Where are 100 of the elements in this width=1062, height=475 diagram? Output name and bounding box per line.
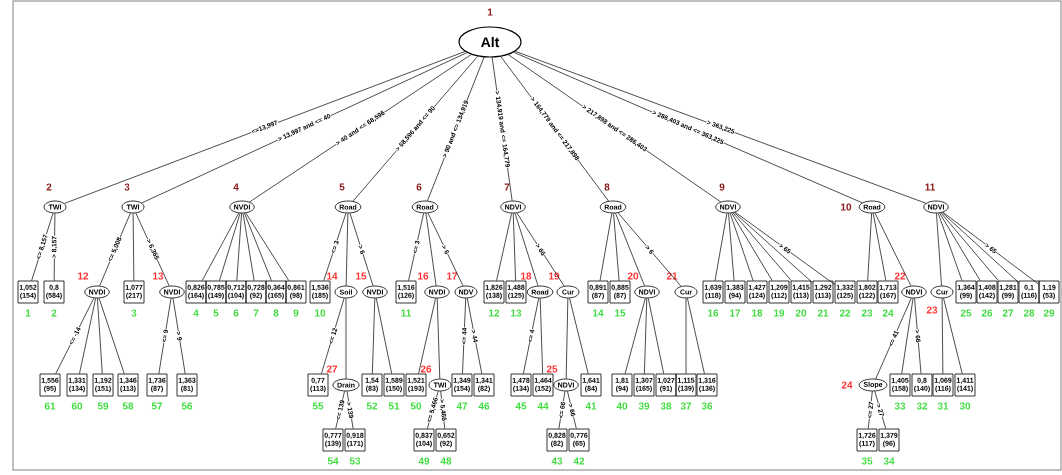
node-number: 5 xyxy=(339,183,345,191)
branch-line xyxy=(427,212,464,287)
node-number: 51 xyxy=(388,402,400,410)
branch-line xyxy=(565,298,569,379)
node-number: 18 xyxy=(752,309,763,317)
branch-line xyxy=(79,298,96,374)
node-number: 27 xyxy=(326,365,338,373)
node-number: 4 xyxy=(193,309,199,317)
node-number: 30 xyxy=(959,402,971,410)
node-number: 13 xyxy=(511,309,522,317)
branch-line xyxy=(514,213,539,287)
branch-line xyxy=(375,298,393,374)
node-number: 6 xyxy=(416,183,422,191)
node-number: 50 xyxy=(410,402,422,410)
branch-line xyxy=(97,298,103,374)
node-number: 22 xyxy=(894,272,906,280)
branch-line xyxy=(941,298,944,374)
node-number: 24 xyxy=(882,309,894,317)
branch-line xyxy=(613,213,620,281)
node-number: 44 xyxy=(537,402,549,410)
node-number: 53 xyxy=(349,457,361,465)
node-number: 21 xyxy=(817,309,829,317)
node-number: 19 xyxy=(774,309,785,317)
node-number: 49 xyxy=(418,457,430,465)
branch-line xyxy=(346,391,354,429)
node-number: 18 xyxy=(521,272,532,280)
node-number: 8 xyxy=(273,309,279,317)
node-number: 2 xyxy=(46,183,52,191)
node-number: 20 xyxy=(795,309,807,317)
branch-line xyxy=(872,213,887,281)
node-number: 23 xyxy=(861,309,873,317)
branch-line xyxy=(244,212,272,281)
branch-line xyxy=(132,213,135,281)
branch-line xyxy=(867,391,873,429)
branch-line xyxy=(732,212,792,281)
node-number: 1 xyxy=(487,8,493,16)
node-number: 16 xyxy=(708,309,719,317)
node-number: 1 xyxy=(25,309,31,317)
node-number: 37 xyxy=(680,402,692,410)
branch-line xyxy=(245,212,290,281)
node-number: 12 xyxy=(78,272,89,280)
branch-line xyxy=(242,213,255,281)
branch-line xyxy=(53,213,56,281)
branch-line xyxy=(617,212,682,287)
branch-line xyxy=(875,297,912,380)
node-number: 4 xyxy=(233,183,239,191)
branch-line xyxy=(939,212,981,281)
branch-line xyxy=(219,213,241,281)
node-number: 58 xyxy=(122,402,134,410)
node-number: 9 xyxy=(293,309,299,317)
node-number: 10 xyxy=(841,203,852,211)
node-number: 32 xyxy=(916,402,928,410)
branch-line xyxy=(158,298,172,374)
node-number: 8 xyxy=(604,183,610,191)
node-number: 2 xyxy=(51,309,57,317)
node-number: 15 xyxy=(615,309,626,317)
node-number: 7 xyxy=(504,183,510,191)
node-number: 14 xyxy=(327,272,338,280)
node-number: 48 xyxy=(440,457,452,465)
node-number: 35 xyxy=(861,457,873,465)
branch-line xyxy=(615,212,645,287)
branch-line xyxy=(731,212,773,281)
branch-line xyxy=(937,212,963,281)
branch-line xyxy=(867,213,872,281)
branch-line xyxy=(729,212,754,281)
branch-line xyxy=(539,298,543,374)
branch-line xyxy=(418,298,436,374)
node-number: 60 xyxy=(71,402,83,410)
branch-line xyxy=(466,298,483,374)
branch-line xyxy=(323,213,347,281)
node-number: 14 xyxy=(593,309,604,317)
branch-line xyxy=(914,298,922,374)
branch-line xyxy=(349,213,374,287)
node-number: 26 xyxy=(420,365,432,373)
node-number: 22 xyxy=(839,309,851,317)
branch-line xyxy=(201,212,239,281)
node-number: 36 xyxy=(701,402,713,410)
node-number: 39 xyxy=(638,402,650,410)
node-number: 24 xyxy=(841,381,853,389)
node-number: 28 xyxy=(1023,309,1035,317)
node-number: 12 xyxy=(489,309,500,317)
branch-line xyxy=(516,212,565,287)
node-number: 11 xyxy=(925,183,935,191)
branch-line xyxy=(345,298,347,379)
node-number: 13 xyxy=(153,272,164,280)
branch-line xyxy=(98,297,125,374)
node-number: 47 xyxy=(456,402,468,410)
branch-line xyxy=(236,213,242,281)
node-number: 25 xyxy=(546,365,558,373)
node-number: 6 xyxy=(233,309,239,317)
branch-line xyxy=(687,298,705,374)
branch-line xyxy=(734,211,835,285)
branch-line xyxy=(874,212,912,287)
node-number: 21 xyxy=(666,272,678,280)
node-number: 7 xyxy=(253,309,259,317)
node-number: 19 xyxy=(549,272,560,280)
branch-line xyxy=(599,213,613,281)
node-number: 5 xyxy=(213,309,219,317)
node-number: 3 xyxy=(124,183,130,191)
branch-line xyxy=(558,391,566,429)
